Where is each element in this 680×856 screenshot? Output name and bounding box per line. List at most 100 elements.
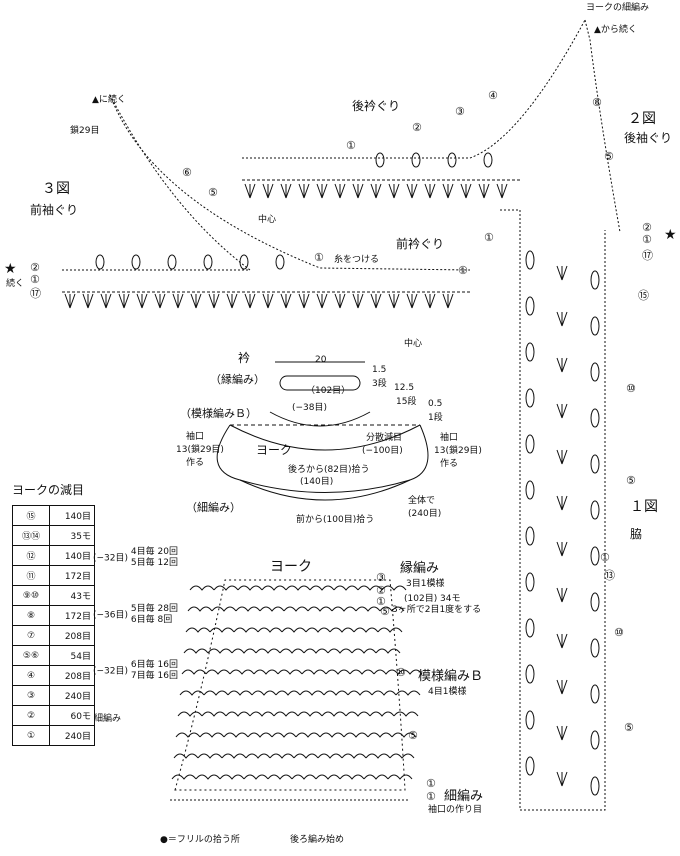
stitch-fan [262, 183, 274, 199]
collar-arc [269, 411, 371, 427]
stitch-cluster [525, 572, 535, 592]
yoke-chain-loop [307, 606, 333, 612]
yoke-chain-loop [187, 606, 213, 612]
row-mark-1j: ① [426, 790, 436, 803]
stitch-cluster [411, 152, 421, 168]
yoke-chain-loop [199, 732, 225, 738]
yoke-chain-loop [293, 753, 319, 759]
row-mark-1g: ① [600, 551, 610, 564]
yoke-chain-loop [379, 606, 405, 612]
stitch-cluster [590, 408, 600, 428]
yoke-chain-loop [333, 585, 359, 591]
label-fig2: ２図 [628, 111, 656, 127]
decrease-row-count: 208目 [49, 625, 95, 646]
yoke-chain-loop [299, 690, 325, 696]
label-back-neck: 後衿ぐり [352, 99, 401, 113]
row-mark-5f: ⑤ [408, 729, 418, 742]
stitch-fan [406, 183, 418, 199]
stitch-cluster [590, 638, 600, 658]
front-chain [62, 94, 252, 271]
brace-3-b: 6目毎 16回 [130, 660, 178, 670]
label-05: 0.5 [428, 399, 443, 409]
row-mark-3: ③ [455, 105, 465, 118]
decrease-row-count: 208目 [49, 665, 95, 686]
decrease-row-count: 60モ [49, 705, 95, 726]
yoke-chain-loop [353, 627, 379, 633]
stitch-fan [556, 633, 568, 649]
label-125: 12.5 [394, 383, 415, 393]
stitch-fan [280, 183, 292, 199]
stitch-fan [556, 449, 568, 465]
stitch-fan [190, 293, 202, 309]
yoke-chain-loop [327, 648, 353, 654]
back-neck-chain [242, 19, 586, 159]
decrease-row-count: 140目 [49, 545, 95, 566]
yoke-chain-loop [255, 648, 281, 654]
label-pattern-b2-sub: 4目1模様 [428, 687, 467, 697]
decrease-row-count: 54目 [49, 645, 95, 666]
brace-1-b: 4目毎 20回 [130, 547, 178, 557]
stitch-cluster [203, 254, 213, 270]
decrease-row-number: ⑤⑥ [12, 645, 50, 666]
brace-note-1: (−32目) 4目毎 20回 5目毎 12回 [93, 547, 178, 569]
yoke-chain-loop [227, 690, 253, 696]
stitch-cluster [590, 776, 600, 796]
label-pattern-b: （模様編みＢ） [180, 407, 257, 420]
label-pattern-b2: 模様編みＢ [418, 669, 484, 684]
yoke-chain-loop [231, 648, 257, 654]
yoke-chain-loop [397, 669, 423, 675]
brace-note-3: (−32目) 6目毎 16回 7目毎 16回 [93, 660, 178, 682]
stitch-fan [154, 293, 166, 309]
decrease-row-number: ⑮ [12, 505, 50, 526]
stitch-fan [478, 183, 490, 199]
yoke-inner-arc [229, 424, 421, 451]
decrease-row-count: 43モ [49, 585, 95, 606]
yoke-chain-loop [349, 669, 375, 675]
stitch-fan [118, 293, 130, 309]
yoke-chain-loop [175, 732, 201, 738]
row-mark-1d: ① [30, 273, 40, 286]
stitch-fan [280, 293, 292, 309]
label-collar-15: 1.5 [372, 365, 387, 375]
row-mark-15: ⑮ [638, 289, 649, 302]
yoke-chain-loop [177, 711, 203, 717]
label-sleeve-make: 袖口の作り目 [428, 805, 483, 815]
stitch-fan [460, 183, 472, 199]
stitch-cluster [95, 254, 105, 270]
stitch-fan [334, 293, 346, 309]
stitch-fan [556, 587, 568, 603]
label-collar: 衿 [238, 351, 251, 365]
stitch-cluster [447, 152, 457, 168]
brace-3-c: 7目毎 16回 [130, 671, 178, 681]
stitch-fan [136, 293, 148, 309]
decrease-row-count: 35モ [49, 525, 95, 546]
row-mark-10: ⑩ [626, 382, 636, 395]
yoke-chain-loop [305, 627, 331, 633]
stitch-fan [262, 293, 274, 309]
row-mark-1c: ① [458, 264, 468, 277]
stitch-cluster [525, 296, 535, 316]
yoke-band [239, 479, 411, 493]
stitch-cluster [275, 254, 285, 270]
yoke-chain-loop [343, 732, 369, 738]
stitch-cluster [590, 684, 600, 704]
yoke-chain-loop [387, 774, 413, 780]
label-edge-3: 3目1模様 [406, 579, 445, 589]
yoke-chain-loop [303, 648, 329, 654]
row-mark-1i: ① [426, 777, 436, 790]
yoke-chain-loop [375, 648, 401, 654]
row-mark-1b: ① [314, 251, 324, 264]
label-legend-dot: ●＝フリルの拾う所 [160, 835, 240, 845]
front-neck-chain [109, 94, 471, 271]
yoke-chain-loop [173, 753, 199, 759]
yoke-chain-loop [271, 732, 297, 738]
yoke-chain-loop [367, 732, 393, 738]
stitch-cluster [590, 270, 600, 290]
yoke-chain-loop [301, 669, 327, 675]
row-mark-1f: ① [642, 233, 652, 246]
yoke-chain-loop [319, 732, 345, 738]
